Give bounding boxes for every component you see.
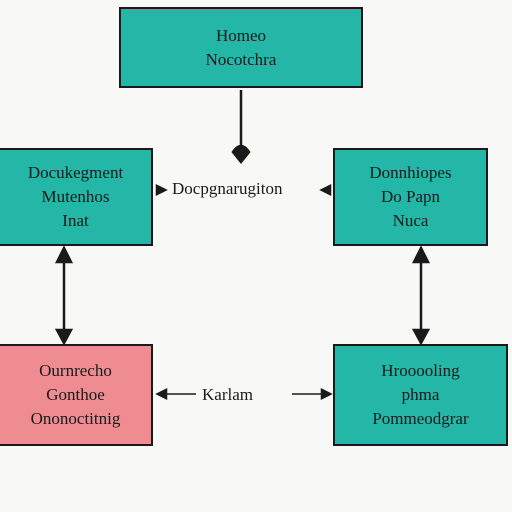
right-node: Donnhiopes Do Papn Nuca [333,148,488,246]
top-connector-head [231,144,251,165]
mid-left-arrowhead [155,183,168,197]
left-node-line-1: Docukegment [27,163,124,182]
top-node: Homeo Nocotchra [119,7,363,88]
mid-right-arrowhead [319,183,332,197]
bottom-left-arrowhead [155,387,168,401]
bottom-right-node: Hrooooling phma Pommeodgrar [333,344,508,446]
top-node-line-2: Nocotchra [205,49,277,69]
right-node-line-1: Donnhiopes [369,163,452,182]
left-node: Docukegment Mutenhos Inat [0,148,153,246]
left-node-line-2: Mutenhos [41,187,110,206]
bottom-right-arrowhead [320,387,333,401]
bottom-left-node-line-2: Gonthoe [46,385,105,404]
bottom-right-node-line-1: Hrooooling [381,361,460,380]
right-connector-head-up [411,245,431,264]
bottom-right-node-line-2: phma [401,385,440,404]
top-node-line-1: Homeo [215,25,267,45]
right-node-line-2: Do Papn [380,187,441,206]
left-connector-head-down [54,328,74,346]
left-node-line-3: Inat [62,211,89,230]
right-node-line-3: Nuca [392,211,429,230]
middle-edge-label: Docpgnarugiton [172,179,283,198]
bottom-left-node: Ournrecho Gonthoe Ononoctitnig [0,344,153,446]
right-connector-head-down [411,328,431,346]
bottom-left-node-line-3: Ononoctitnig [30,409,121,428]
bottom-left-node-line-1: Ournrecho [39,361,112,380]
bottom-right-node-line-3: Pommeodgrar [372,409,469,428]
bottom-edge-label: Karlam [202,385,253,404]
left-connector-head-up [54,245,74,264]
